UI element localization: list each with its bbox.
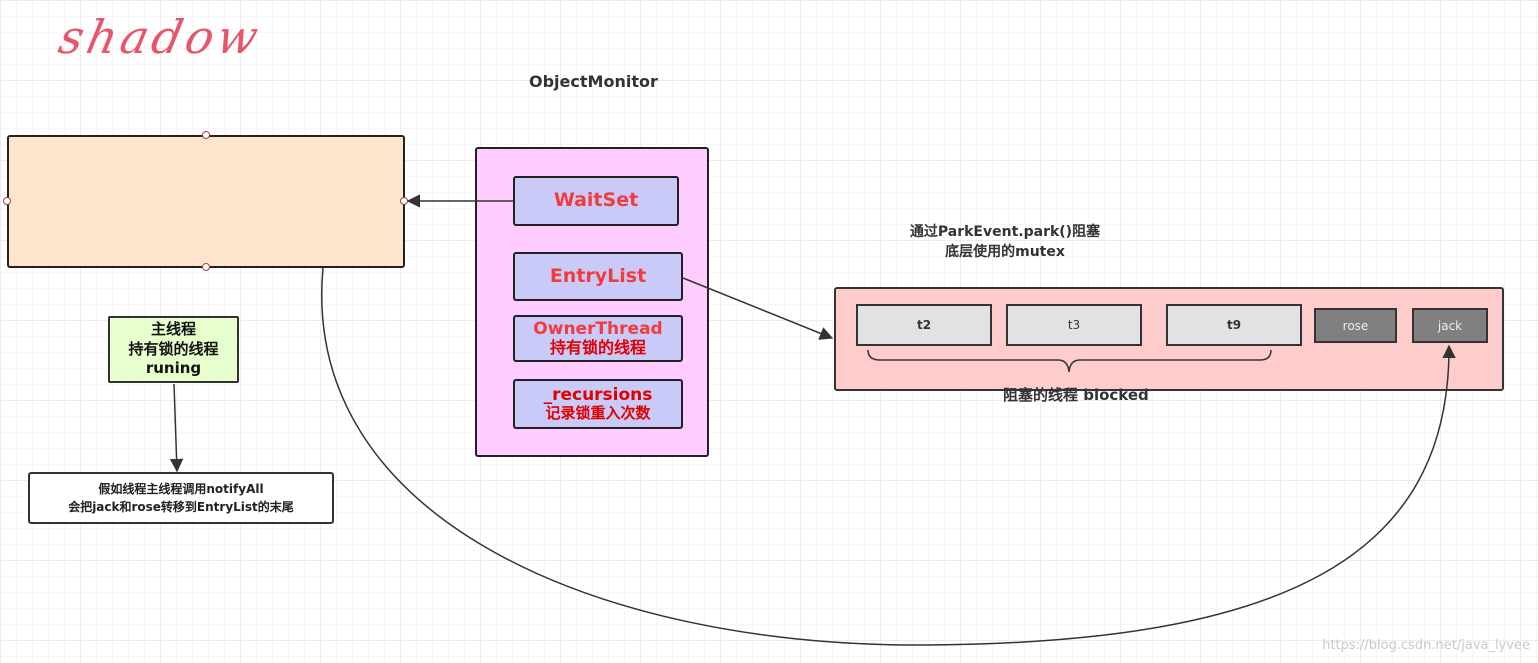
main-thread-line1: 主线程 [150, 320, 196, 339]
recursions-desc: 记录锁重入次数 [545, 404, 651, 423]
recursions-label: _recursions [543, 384, 653, 405]
diagram-title: ObjectMonitor [529, 72, 658, 91]
handle-top[interactable] [202, 131, 210, 139]
recursions-field[interactable]: _recursions 记录锁重入次数 [513, 379, 683, 429]
blocked-brace [867, 349, 1272, 373]
main-thread-line3: runing [145, 359, 202, 378]
thread-t3[interactable]: t3 [1006, 304, 1142, 346]
thread-jack-label: jack [1437, 318, 1463, 333]
handle-left[interactable] [3, 197, 11, 205]
thread-t2-label: t2 [916, 318, 932, 332]
ownerthread-desc: 持有锁的线程 [549, 338, 646, 358]
waitset-label: WaitSet [553, 189, 639, 212]
park-note: 通过ParkEvent.park()阻塞 底层使用的mutex [880, 222, 1130, 263]
waitset-field[interactable]: WaitSet [513, 176, 679, 226]
park-note-line1: 通过ParkEvent.park()阻塞 [909, 224, 1101, 240]
handle-bottom[interactable] [202, 263, 210, 271]
watermark: https://blog.csdn.net/java_lyvee [1322, 638, 1530, 653]
thread-t3-label: t3 [1067, 318, 1081, 332]
ownerthread-field[interactable]: OwnerThread 持有锁的线程 [513, 315, 683, 362]
thread-t9-label: t9 [1226, 318, 1242, 332]
main-thread-arrow[interactable] [169, 383, 184, 473]
notify-transfer-curve[interactable] [321, 267, 1456, 646]
thread-rose-label: rose [1342, 318, 1369, 333]
ownerthread-label: OwnerThread [533, 318, 663, 339]
thread-t9[interactable]: t9 [1166, 304, 1302, 346]
entrylist-field[interactable]: EntryList [513, 252, 683, 301]
notify-all-note[interactable]: 假如线程主线程调用notifyAll 会把jack和rose转移到EntryLi… [28, 472, 334, 524]
park-note-line2: 底层使用的mutex [945, 244, 1065, 261]
blocked-threads-label: 阻塞的线程 blocked [1003, 386, 1149, 404]
notify-note-line2: 会把jack和rose转移到EntryList的末尾 [68, 500, 294, 514]
entrylist-arrow[interactable] [682, 277, 834, 340]
thread-t2[interactable]: t2 [856, 304, 992, 346]
main-thread-line2: 持有锁的线程 [128, 339, 219, 358]
entrylist-label: EntryList [549, 264, 647, 287]
thread-rose[interactable]: rose [1314, 308, 1397, 343]
notify-note-line1: 假如线程主线程调用notifyAll [98, 482, 264, 496]
thread-jack[interactable]: jack [1412, 308, 1488, 343]
main-thread-box[interactable]: 主线程 持有锁的线程 runing [108, 316, 239, 383]
